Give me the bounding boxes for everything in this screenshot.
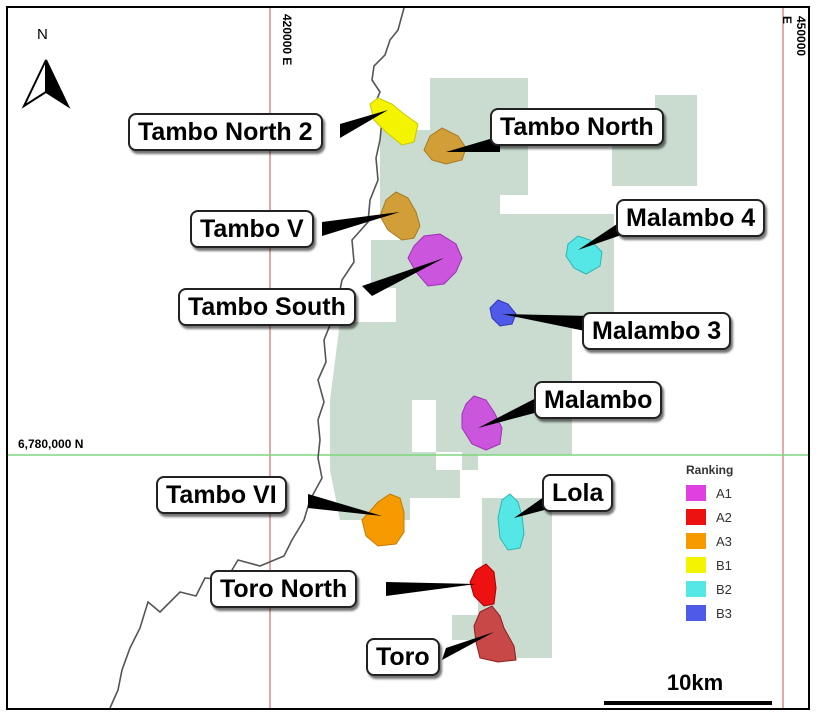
- north-arrow-icon: [21, 59, 71, 109]
- label-toro-north: Toro North: [210, 570, 358, 608]
- label-malambo-4: Malambo 4: [616, 199, 766, 237]
- prospect-malambo-4: [565, 235, 603, 275]
- legend-item: A2: [686, 505, 766, 529]
- easting-label-450000: 450000 E: [780, 16, 808, 57]
- prospect-toro: [473, 605, 517, 663]
- label-tambo-vi: Tambo VI: [156, 476, 287, 514]
- legend-swatch: [686, 509, 706, 525]
- legend-item: B1: [686, 553, 766, 577]
- legend-item: B3: [686, 601, 766, 625]
- label-tambo-south: Tambo South: [178, 288, 356, 326]
- easting-label-420000: 420000 E: [280, 14, 294, 66]
- prospect-tambo-north-2: [369, 97, 419, 146]
- legend-label: B3: [716, 605, 732, 621]
- legend-swatch: [686, 605, 706, 621]
- legend-swatch: [686, 557, 706, 573]
- legend-item: B2: [686, 577, 766, 601]
- label-tambo-north-2: Tambo North 2: [128, 113, 323, 151]
- north-label: N: [37, 26, 48, 43]
- label-malambo-3: Malambo 3: [582, 312, 732, 350]
- label-malambo: Malambo: [534, 381, 663, 419]
- legend-label: A3: [716, 533, 732, 549]
- label-toro: Toro: [366, 638, 440, 676]
- legend-swatch: [686, 485, 706, 501]
- legend-title: Ranking: [686, 463, 734, 477]
- prospect-malambo: [461, 395, 503, 451]
- prospect-tambo-south: [407, 233, 463, 287]
- prospect-shapes: [361, 97, 603, 663]
- legend-label: A2: [716, 509, 732, 525]
- legend-item: A1: [686, 481, 766, 505]
- legend-item: A3: [686, 529, 766, 553]
- legend-label: A1: [716, 485, 732, 501]
- map-frame: [6, 6, 810, 710]
- legend-swatch: [686, 581, 706, 597]
- prospect-tambo-v: [379, 191, 421, 241]
- label-tambo-v: Tambo V: [190, 210, 314, 248]
- prospect-tambo-vi: [361, 493, 405, 547]
- scale-bar-label: 10km: [666, 670, 724, 695]
- prospect-malambo-3: [489, 299, 517, 327]
- label-tambo-north: Tambo North: [490, 108, 664, 146]
- label-lola: Lola: [542, 474, 614, 512]
- tenement-area: [330, 78, 697, 658]
- northing-label-6780000: 6,780,000 N: [18, 437, 84, 451]
- legend-label: B1: [716, 557, 732, 573]
- prospect-lola: [497, 493, 525, 551]
- prospect-toro-north: [469, 563, 497, 607]
- prospect-tambo-north: [423, 127, 467, 165]
- legend-label: B2: [716, 581, 732, 597]
- legend-swatch: [686, 533, 706, 549]
